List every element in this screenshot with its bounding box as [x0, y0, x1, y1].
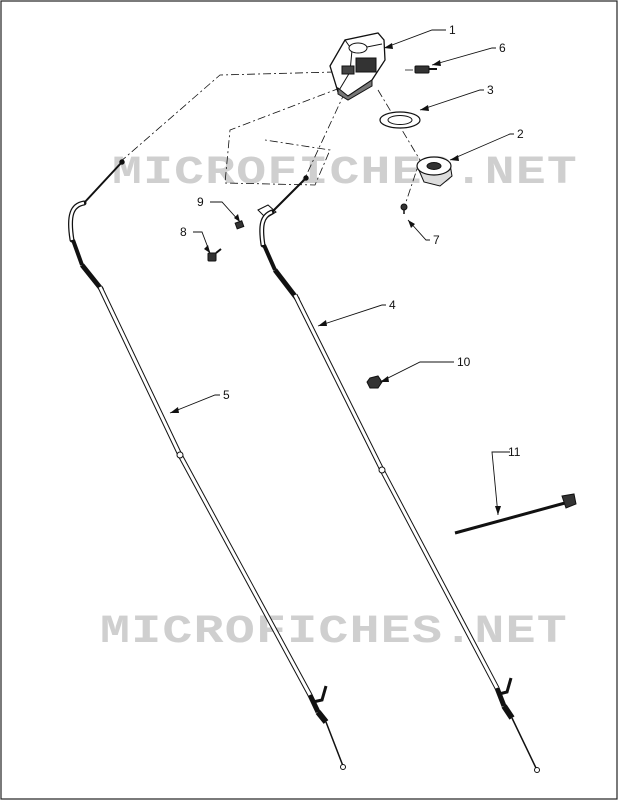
- nut-part-10: [366, 375, 383, 389]
- screw-part-7: [400, 203, 408, 214]
- watermark-top: MICROFICHES.NET: [112, 151, 578, 196]
- switch-housing-part-1: [329, 32, 386, 101]
- callout-1: 1: [449, 23, 456, 37]
- washer-part-3: [379, 111, 421, 129]
- grommet-part-2: [416, 156, 453, 187]
- callout-5: 5: [223, 388, 230, 402]
- screw-part-6: [414, 65, 437, 74]
- leader-arrowheads: [170, 43, 501, 515]
- callout-3: 3: [487, 83, 494, 97]
- watermark-bottom: MICROFICHES.NET: [100, 610, 568, 655]
- callout-2: 2: [517, 127, 524, 141]
- leader-lines: [169, 29, 514, 516]
- callout-6: 6: [499, 41, 506, 55]
- callout-9: 9: [197, 195, 204, 209]
- callout-7: 7: [433, 233, 440, 247]
- cable-part-4: [257, 175, 540, 773]
- rod-part-11: [454, 493, 577, 537]
- callout-8: 8: [180, 225, 187, 239]
- callout-11: 11: [508, 445, 521, 459]
- callout-10: 10: [457, 355, 471, 369]
- cable-part-5: [68, 159, 346, 770]
- bolt-part-8: [207, 248, 222, 262]
- callout-4: 4: [389, 298, 396, 312]
- nut-part-9: [234, 220, 245, 230]
